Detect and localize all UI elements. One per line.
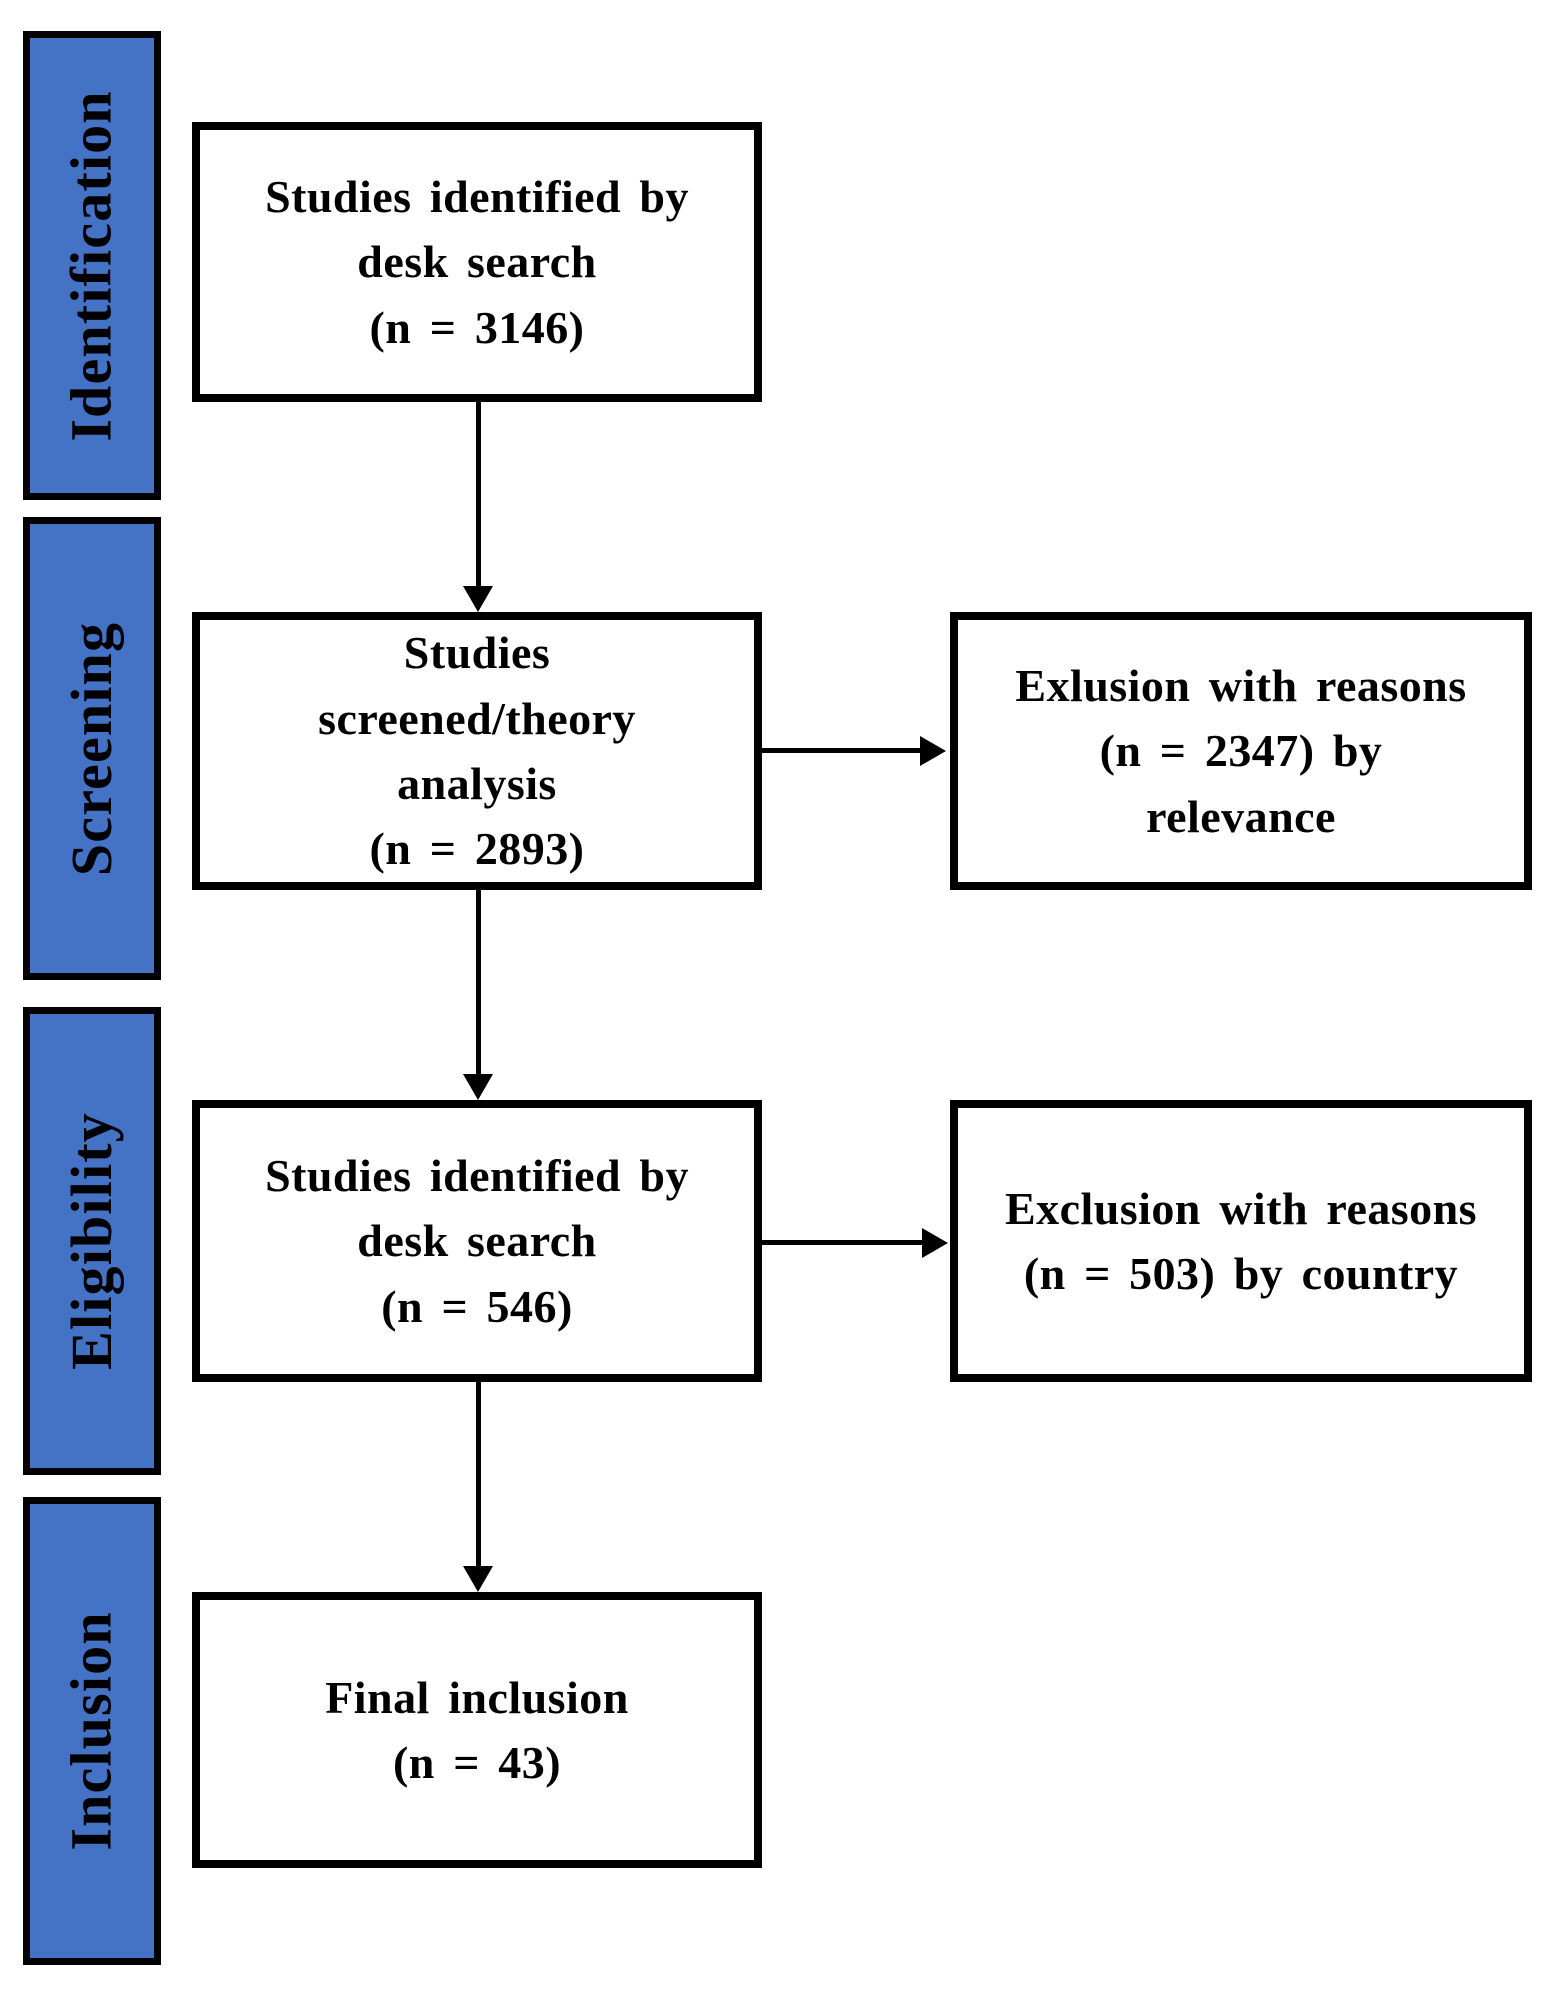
box-studies-screened: Studies screened/theory analysis (n = 28… [192,612,762,890]
box-final-inclusion-text: Final inclusion (n = 43) [325,1671,629,1788]
stage-bar-screening: Screening [23,517,161,980]
box-exclusion-country: Exclusion with reasons (n = 503) by coun… [950,1100,1532,1382]
connector-eligibility-exclusion [762,1240,926,1245]
stage-bar-identification: Identification [23,31,161,500]
box-studies-identified-text: Studies identified by desk search (n = 3… [265,171,689,353]
connector-screening-eligibility [476,890,481,1078]
box-exclusion-relevance-text: Exlusion with reasons (n = 2347) by rele… [1015,660,1467,842]
box-final-inclusion: Final inclusion (n = 43) [192,1592,762,1868]
box-exclusion-relevance: Exlusion with reasons (n = 2347) by rele… [950,612,1532,890]
stage-label-eligibility: Eligibility [59,1112,125,1370]
connector-screening-exclusion [762,748,924,753]
stage-label-inclusion: Inclusion [59,1611,125,1851]
box-studies-eligibility-text: Studies identified by desk search (n = 5… [265,1150,689,1332]
down-arrow-icon [463,1074,493,1100]
down-arrow-icon [463,586,493,612]
stage-label-screening: Screening [59,621,124,876]
box-studies-screened-text: Studies screened/theory analysis (n = 28… [318,627,636,875]
stage-label-identification: Identification [59,89,125,442]
box-exclusion-country-text: Exclusion with reasons (n = 503) by coun… [1004,1182,1478,1299]
box-studies-identified: Studies identified by desk search (n = 3… [192,122,762,402]
connector-identification-screening [476,402,481,590]
connector-eligibility-inclusion [476,1382,481,1570]
right-arrow-icon [922,1228,948,1258]
stage-bar-inclusion: Inclusion [23,1497,161,1965]
stage-bar-eligibility: Eligibility [23,1007,161,1475]
box-studies-eligibility: Studies identified by desk search (n = 5… [192,1100,762,1382]
right-arrow-icon [920,736,946,766]
down-arrow-icon [463,1566,493,1592]
